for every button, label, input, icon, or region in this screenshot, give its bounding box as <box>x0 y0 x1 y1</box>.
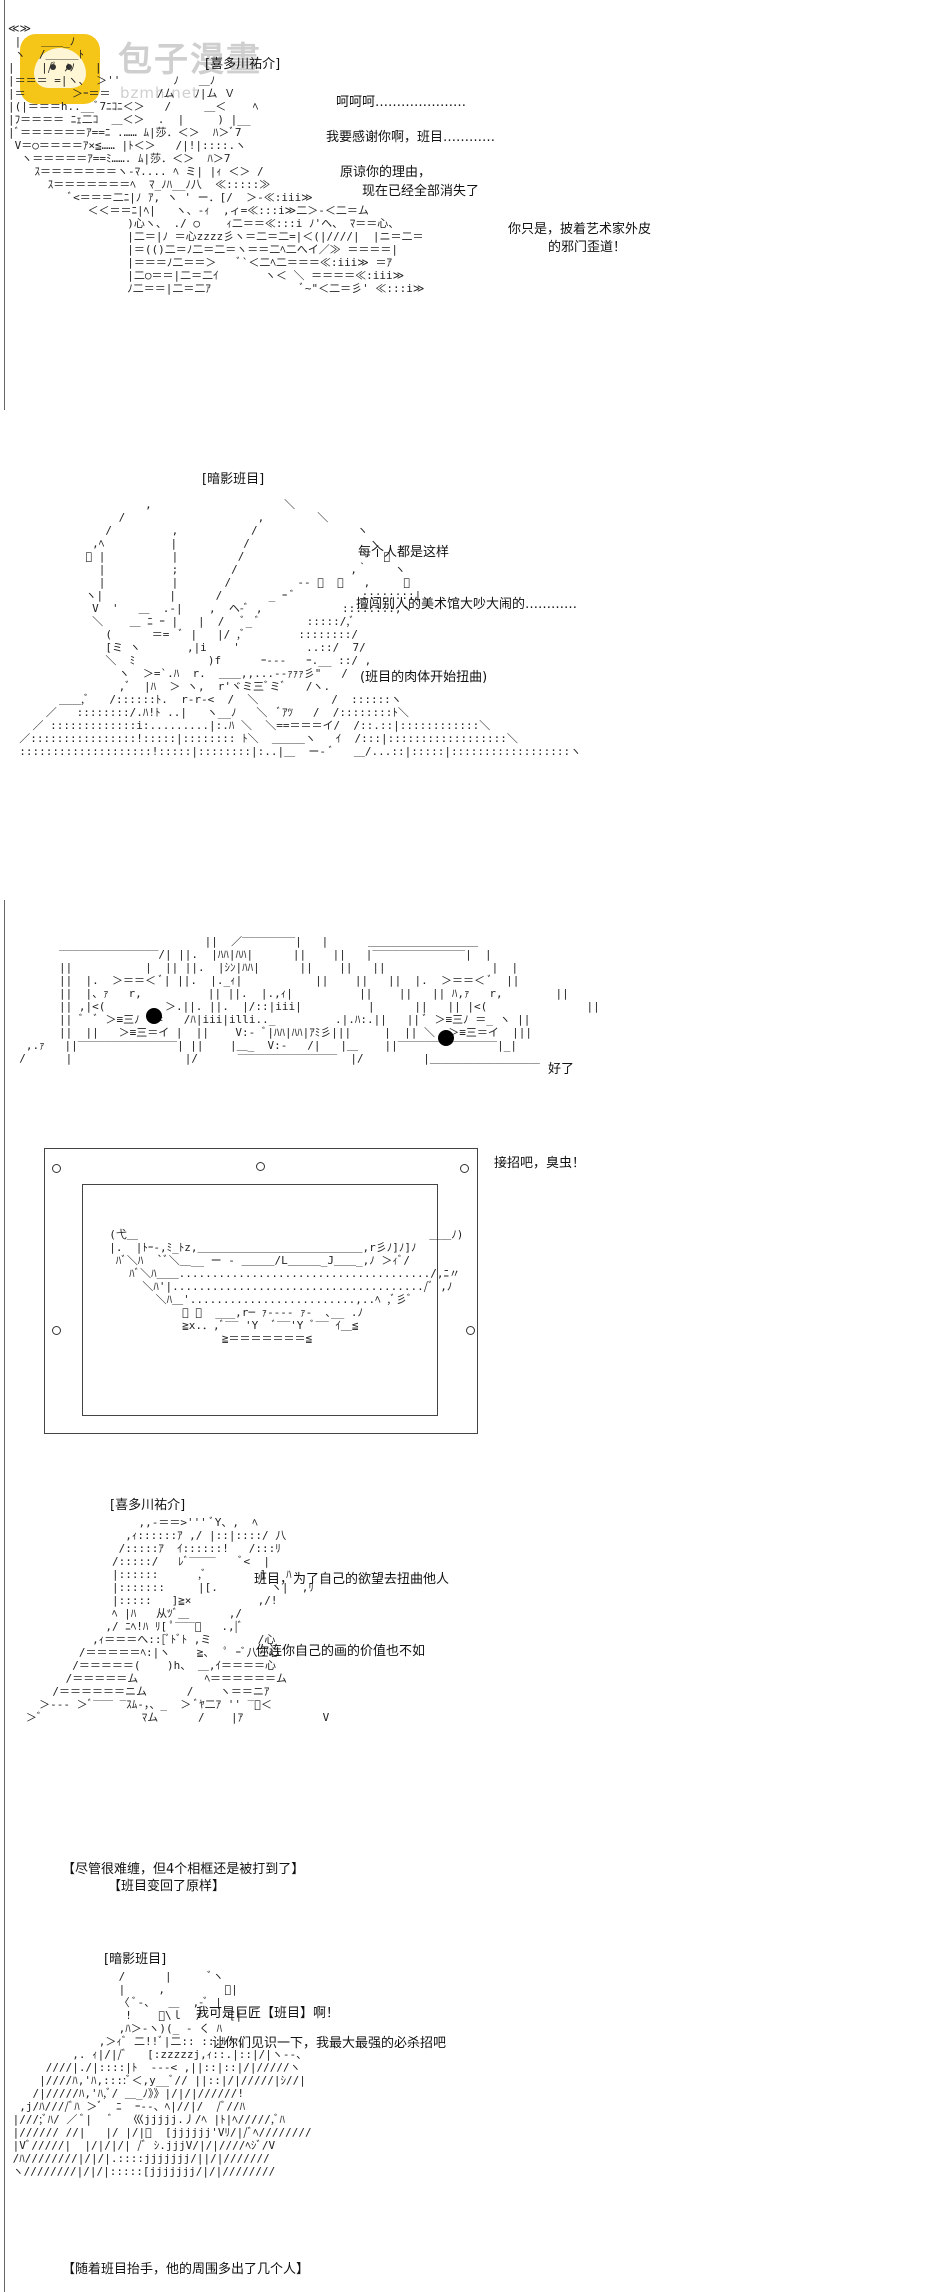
panel3-line-1: 好了 <box>548 1062 575 1077</box>
narration-line-1: 【尽管很难缠，但4个相框还是被打到了】 <box>62 1862 305 1877</box>
ascii-art-shadow-madarame: , ＼ / , ＼ / , / ヽ ,ﾍ | / ヽ ﾞ | <box>19 498 582 758</box>
panel2-line-1: 每个人都是这样 <box>358 545 450 560</box>
panel5-line-2: 你连你自己的画的价值也不如 <box>256 1644 426 1659</box>
panel6-speaker: [暗影班目] <box>104 1952 167 1967</box>
panel6-line-3: 【随着班目抬手，他的周围多出了几个人】 <box>62 2262 310 2277</box>
frame-rivet-icon <box>52 1164 61 1173</box>
margin-line-top <box>4 0 5 410</box>
margin-line-bottom <box>4 900 5 2292</box>
panel1-line-2: 我要感谢你啊，班目………… <box>326 130 496 145</box>
frame-right-eye-icon <box>438 1030 454 1046</box>
panel6-line-1: 我可是巨匠【班目】啊！ <box>196 2006 340 2021</box>
panel1-line-3: 原谅你的理由， <box>340 165 432 180</box>
frame-rivet-icon <box>256 1162 265 1171</box>
watermark-logo-icon <box>20 34 100 104</box>
watermark-title: 包子漫畫 <box>118 40 262 80</box>
ascii-art-yusuke-stance: ,,-＝＝>''' ﾞY、, ﾍ ,ｨ::::::ｱ ,/ |::|::::/ … <box>25 1516 330 1724</box>
panel5-speaker: [喜多川祐介] <box>110 1498 186 1513</box>
panel4-line-1: 接招吧，臭虫！ <box>494 1156 586 1171</box>
panel1-line-4: 现在已经全部消失了 <box>362 184 480 199</box>
panel2-line-3: (班目的肉体开始扭曲) <box>360 670 488 685</box>
frame-rivet-icon <box>460 1164 469 1173</box>
frame-left-eye-icon <box>146 1008 162 1024</box>
panel1-line-6: 的邪门歪道！ <box>548 240 627 255</box>
narration-line-2: 【班目变回了原样】 <box>108 1879 226 1894</box>
panel6-line-2: 让你们见识一下，我最大最强的必杀招吧 <box>212 2036 447 2051</box>
frame-rivet-icon <box>52 1326 61 1335</box>
ascii-art-portrait-frames: || ／‾‾‾‾‾‾‾‾| | ＿＿＿＿＿＿＿＿＿＿ ‾‾‾‾‾‾‾‾‾‾‾‾‾… <box>19 935 600 1065</box>
panel1-line-5: 你只是，披着艺术家外皮 <box>508 222 652 237</box>
ascii-art-madarame-crowd: / | ﾞヽ | , ﾞ| 〈 ﾞ‐、 ＿ ,-ﾞ | ! ﾞ\ｌ / [| ,… <box>12 1970 312 2178</box>
watermark-subtitle: bzmh.net <box>120 84 199 102</box>
painting-frame-outer <box>44 1148 478 1434</box>
ascii-art-yusuke-mask: ≪≫ | ＿＿_ﾉ ヽ /＿＿＿ﾄ | |/ﾞ ﾉﾉ | |＝＝＝ =|ヽ、 ＞… <box>8 22 425 295</box>
frame-rivet-icon <box>466 1326 475 1335</box>
panel2-line-2: 擅闯别人的美术馆大吵大闹的………… <box>356 597 578 612</box>
panel1-speaker: [喜多川祐介] <box>205 57 281 72</box>
panel2-speaker: [暗影班目] <box>202 472 265 487</box>
ascii-art-giant-mouth: (弋＿ ＿＿ﾉ) |. |ﾄｰ-,ﾐ_ﾄz,＿＿＿＿＿＿＿＿＿＿＿＿＿＿＿,r彡… <box>109 1228 464 1345</box>
painting-frame-inner <box>82 1184 438 1416</box>
panel1-line-1: 呵呵呵………………… <box>336 95 467 110</box>
panel5-line-1: 班目，为了自己的欲望去扭曲他人 <box>254 1572 450 1587</box>
